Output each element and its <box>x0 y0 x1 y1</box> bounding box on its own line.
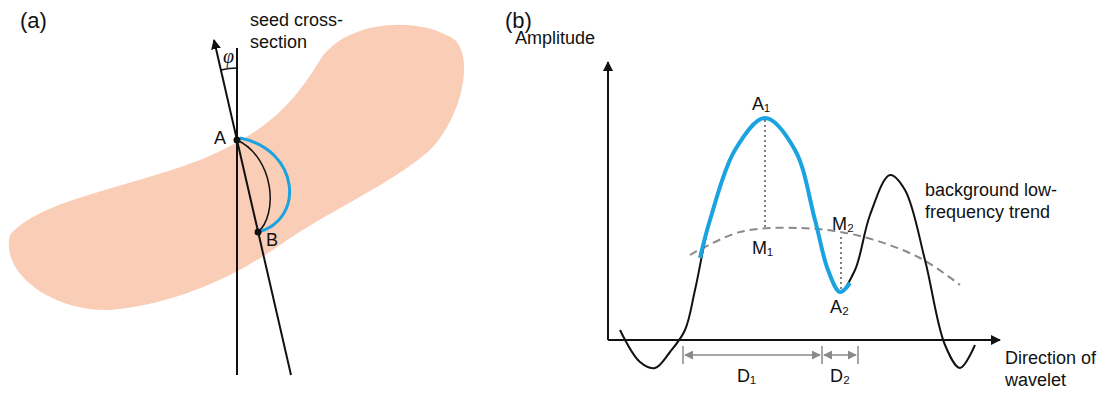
cross-section-axis <box>214 40 291 375</box>
angle-arc <box>221 68 237 70</box>
x-axis <box>608 339 1000 341</box>
point-label: M₂ <box>832 214 854 236</box>
dimension-label: D₁ <box>737 366 756 388</box>
dimension-arrow <box>685 354 820 356</box>
point-a <box>234 137 241 144</box>
axis-label: Amplitude <box>515 28 595 50</box>
tick <box>857 346 859 364</box>
blue-contour <box>240 138 290 232</box>
point-label: M₁ <box>752 238 773 260</box>
point-label: B <box>266 230 278 252</box>
dimension-label: D₂ <box>830 366 850 388</box>
dotted-line <box>764 120 766 230</box>
wavelet-curve <box>620 118 975 368</box>
point-label: A₂ <box>830 297 849 319</box>
wavelet-segment <box>700 118 850 292</box>
axis-label: Direction of wavelet <box>1005 348 1105 391</box>
dimension-arrow <box>824 354 856 356</box>
point-label: A <box>214 128 226 150</box>
tick <box>682 346 684 364</box>
dotted-line <box>840 237 842 290</box>
point-label: A₁ <box>752 94 770 116</box>
note-label: background low-frequency trend <box>925 180 1105 223</box>
tick <box>821 346 823 364</box>
angle-label: φ <box>223 44 234 68</box>
point-b <box>255 229 262 236</box>
vertical-line <box>236 48 238 375</box>
y-axis <box>607 62 609 340</box>
black-arc <box>237 140 270 232</box>
panel-label: (a) <box>20 8 47 34</box>
axis-label: seed cross-section <box>250 10 380 53</box>
